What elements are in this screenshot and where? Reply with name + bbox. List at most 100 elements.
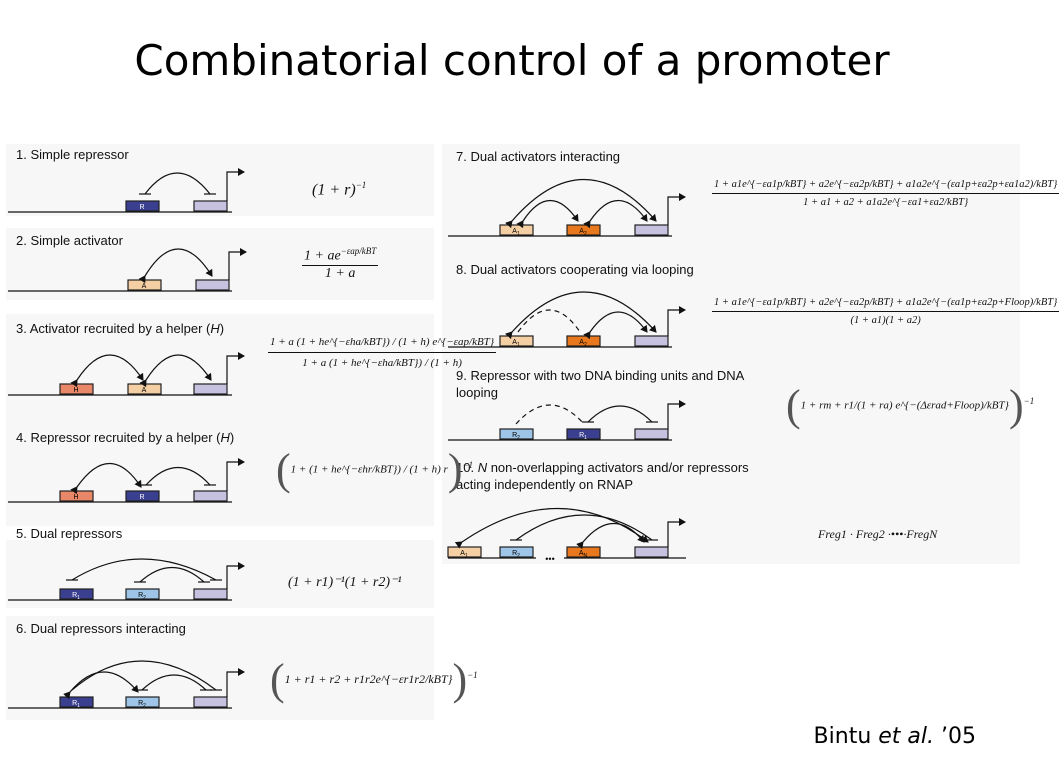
formula-6-exp: −1 xyxy=(467,669,478,680)
formula-7-den: 1 + a1 + a2 + a1a2e^{−εa1+εa2/kBT} xyxy=(803,197,969,208)
box-label-a2-main: A xyxy=(579,339,584,346)
start-arrow xyxy=(226,168,245,201)
rnap-box xyxy=(193,696,228,708)
formula-1: (1 + r)−1 xyxy=(312,180,366,199)
box-label-a1: A1 xyxy=(512,339,520,348)
repression-arc-inner xyxy=(139,567,205,583)
formula-2: 1 + ae−εap/kBT 1 + a xyxy=(302,246,379,282)
box-label-a1-main: A xyxy=(512,339,517,346)
box-label-h: H xyxy=(73,387,78,394)
box-label-r1: R1 xyxy=(579,432,587,441)
rnap-box xyxy=(634,428,669,440)
repression-arc xyxy=(587,405,653,423)
rnap-box xyxy=(193,588,228,600)
panel-10-label-post: non-overlapping activators and/or repres… xyxy=(456,460,749,492)
diagram-4 xyxy=(8,458,245,503)
box-label-a2: A2 xyxy=(579,339,587,348)
activation-arc xyxy=(138,248,213,284)
ellipsis-dots: ••• xyxy=(545,554,554,564)
paren-open: ( xyxy=(270,655,285,704)
start-arrow xyxy=(667,400,686,429)
formula-9-exp: −1 xyxy=(1023,395,1035,406)
diagram-6 xyxy=(8,660,245,709)
panel-6-label: 6. Dual repressors interacting xyxy=(16,621,186,636)
box-label-a1-sub: 1 xyxy=(517,231,520,237)
formula-7-num: 1 + a1e^{−εa1p/kBT} + a2e^{−εa2p/kBT} + … xyxy=(712,176,1059,194)
start-arrow xyxy=(226,458,245,491)
panel-1-label: 1. Simple repressor xyxy=(16,147,129,162)
paren-close: ) xyxy=(452,655,468,704)
repression-arc-outer xyxy=(71,558,217,581)
box-label-a: A xyxy=(142,283,147,290)
repressor-box xyxy=(125,200,160,212)
start-arrow xyxy=(667,306,686,336)
diagram-8 xyxy=(448,291,686,348)
start-arrow xyxy=(226,668,245,697)
panel-9-label: 9. Repressor with two DNA binding units … xyxy=(456,368,744,400)
box-label-r1-main: R xyxy=(72,592,77,599)
box-label-r2-main: R xyxy=(138,592,143,599)
formula-8-den: (1 + a1)(1 + a2) xyxy=(850,315,921,326)
formula-1-exp: −1 xyxy=(355,180,367,190)
activation-arc xyxy=(583,311,648,340)
panel-4-label-it: H xyxy=(220,430,230,445)
panel-10-label-it: N xyxy=(477,460,488,475)
repression-arc-outer xyxy=(71,660,217,691)
formula-4: (1 + (1 + he^{−εhr/kBT}) / (1 + h) r)−1 xyxy=(276,448,473,492)
looping-arc-dashed xyxy=(517,309,581,333)
box-label-a1: A1 xyxy=(460,550,468,559)
diagram-5 xyxy=(8,558,245,601)
box-label-a1: A1 xyxy=(512,228,520,237)
paren-close: ) xyxy=(1008,381,1024,430)
box-label-r2: R2 xyxy=(138,700,146,709)
box-label-an: AN xyxy=(579,550,588,559)
panel-3-label-pre: 3. Activator recruited by a helper ( xyxy=(16,321,211,336)
formula-3-den: 1 + a (1 + he^{−εha/kBT}) / (1 + h) xyxy=(302,357,462,369)
formula-5-body: (1 + r1)⁻¹(1 + r2)⁻¹ xyxy=(288,575,402,590)
box-label-r1-sub: 1 xyxy=(584,435,587,441)
diagram-1 xyxy=(8,168,245,213)
rnap-box xyxy=(634,224,669,236)
diagram-2 xyxy=(8,248,247,292)
start-arrow xyxy=(226,352,245,384)
panel-8-label: 8. Dual activators cooperating via loopi… xyxy=(456,262,694,277)
formula-8: 1 + a1e^{−εa1p/kBT} + a2e^{−εa2p/kBT} + … xyxy=(712,294,1059,329)
looping-arc-dashed xyxy=(515,404,585,425)
box-label-r2-sub: 2 xyxy=(143,703,146,709)
rnap-box xyxy=(193,200,228,212)
box-label-a1-main: A xyxy=(512,228,517,235)
diagram-10 xyxy=(447,508,686,559)
panel-7-label: 7. Dual activators interacting xyxy=(456,149,621,164)
start-arrow xyxy=(228,248,247,280)
box-label-r2: R2 xyxy=(512,550,520,559)
box-label-r2-main: R xyxy=(512,432,517,439)
box-label-a1-main: A xyxy=(460,550,465,557)
panel-4-label: 4. Repressor recruited by a helper (H) xyxy=(16,429,234,446)
formula-6: (1 + r1 + r2 + r1r2e^{−εr1r2/kBT})−1 xyxy=(270,658,478,702)
formula-10-body: Freg1 · Freg2 ·•••·FregN xyxy=(818,527,938,541)
box-label-a1-sub: 1 xyxy=(465,553,468,559)
rnap-box xyxy=(634,546,669,558)
box-label-a2-main: A xyxy=(579,228,584,235)
formula-2-num-base: 1 + ae xyxy=(304,248,341,264)
promoter-diagrams: R A H A H R R1 R2 R1 R2 A1 A2 A1 A2 R2 R… xyxy=(8,168,686,709)
panel-3-label-post: ) xyxy=(219,321,225,336)
panel-10-label: 10. N non-overlapping activators and/or … xyxy=(456,459,786,493)
citation: Bintu et al. ’05 xyxy=(814,724,976,749)
panel-4-label-pre: 4. Repressor recruited by a helper ( xyxy=(16,430,221,445)
formula-7: 1 + a1e^{−εa1p/kBT} + a2e^{−εa2p/kBT} + … xyxy=(712,176,1059,211)
repressor-box xyxy=(125,490,160,502)
citation-author: Bintu xyxy=(813,724,872,749)
repressor-2-box xyxy=(125,696,160,708)
formula-3-frac: 1 + a (1 + he^{−εha/kBT}) / (1 + h) e^{−… xyxy=(268,332,497,373)
repression-arc-inner xyxy=(141,674,207,691)
start-arrow xyxy=(226,562,245,589)
box-label-r1: R1 xyxy=(72,700,80,709)
activation-arc xyxy=(583,199,648,229)
activation-arc-n xyxy=(576,522,645,550)
diagram-9 xyxy=(448,400,686,441)
activation-arc xyxy=(454,508,649,549)
formula-9: (1 + rm + r1/(1 + ra) e^{−(Δεrad+Floop)/… xyxy=(786,384,1034,428)
citation-etal: et al. xyxy=(878,724,935,749)
box-label-r1-sub: 1 xyxy=(77,595,80,601)
